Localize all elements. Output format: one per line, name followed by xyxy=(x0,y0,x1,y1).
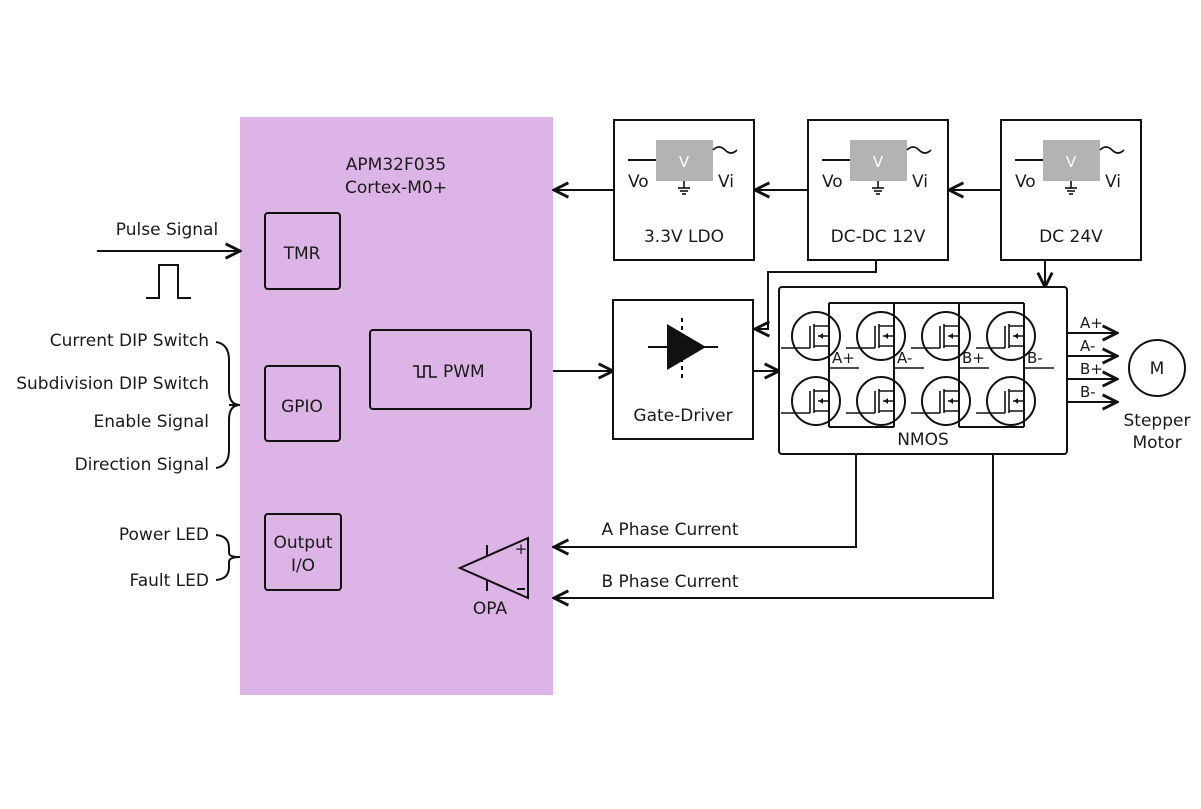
mosfet-icon xyxy=(781,376,841,426)
phase-label: B- xyxy=(1027,349,1043,367)
phase-label: A- xyxy=(897,349,912,367)
ac-wave-icon xyxy=(1099,146,1125,154)
regulator-icon xyxy=(1043,140,1100,181)
motor-output-label: A+ xyxy=(1080,314,1103,332)
led-outputs: Power LED Fault LED xyxy=(119,525,241,591)
dcdc-to-gatedriver-line xyxy=(755,260,877,329)
a-phase-line xyxy=(554,454,857,547)
motor-label-1: Stepper xyxy=(1124,411,1191,431)
motor-symbol: M xyxy=(1150,359,1165,379)
pwm-block: PWM xyxy=(369,329,532,410)
opamp-icon xyxy=(457,536,529,600)
gpio-inputs: Current DIP Switch Subdivision DIP Switc… xyxy=(16,331,241,475)
regulator-block: V Vo Vi DC 24V xyxy=(1000,119,1142,261)
regulator-v: V xyxy=(873,153,884,171)
regulator-vi: Vi xyxy=(718,172,734,192)
led-label: Fault LED xyxy=(129,571,209,591)
regulator-vo: Vo xyxy=(628,172,649,192)
mosfet-icon xyxy=(911,376,971,426)
phase-label: B+ xyxy=(962,349,985,367)
output-io-block: Output I/O xyxy=(264,513,342,591)
led-label: Power LED xyxy=(119,525,209,545)
opa-block: + OPA xyxy=(457,536,529,619)
motor-icon xyxy=(1128,339,1186,397)
regulator-icon xyxy=(850,140,907,181)
regulator-label: DC-DC 12V xyxy=(831,227,926,247)
nmos-bridge: NMOS A+ A- B+ B- xyxy=(778,286,1068,455)
opa-plus: + xyxy=(515,540,528,558)
mosfet-icon xyxy=(976,376,1036,426)
gpio-input-label: Direction Signal xyxy=(75,455,209,475)
b-phase-label: B Phase Current xyxy=(601,572,738,592)
gpio-input-label: Enable Signal xyxy=(93,412,209,432)
pulse-signal-input: Pulse Signal xyxy=(97,220,240,299)
b-phase-line xyxy=(554,454,994,598)
tmr-block: TMR xyxy=(264,212,341,290)
gpio-block: GPIO xyxy=(264,365,341,442)
motor-output-label: B- xyxy=(1080,383,1096,401)
phase-current-feedback: A Phase Current B Phase Current xyxy=(554,454,994,598)
output-io-label-1: Output xyxy=(273,533,332,553)
mosfet-icon xyxy=(911,311,971,361)
mosfet-icon xyxy=(846,376,906,426)
regulator-vo: Vo xyxy=(1015,172,1036,192)
mcu-name: APM32F035 xyxy=(346,155,446,175)
regulator-block: V Vo Vi 3.3V LDO xyxy=(613,119,755,261)
mcu-block: APM32F035 Cortex-M0+ TMR GPIO PWM Output… xyxy=(240,117,553,695)
regulator-v: V xyxy=(679,153,690,171)
nmos-label: NMOS xyxy=(897,430,949,450)
opa-label: OPA xyxy=(473,599,508,619)
motor-output-label: A- xyxy=(1080,337,1095,355)
regulator-v: V xyxy=(1066,153,1077,171)
output-io-label-2: I/O xyxy=(291,556,315,576)
regulator-vi: Vi xyxy=(1105,172,1121,192)
a-phase-label: A Phase Current xyxy=(601,520,738,540)
mosfet-icon xyxy=(846,311,906,361)
motor-output-label: B+ xyxy=(1080,360,1103,378)
pwm-label: PWM xyxy=(443,362,485,382)
driver-triangle-icon xyxy=(667,324,706,370)
gpio-label: GPIO xyxy=(281,397,323,417)
led-brace xyxy=(215,534,241,581)
pulse-waveform-icon xyxy=(146,264,191,299)
mosfet-icon xyxy=(976,311,1036,361)
tmr-label: TMR xyxy=(283,244,321,264)
pulse-signal-label: Pulse Signal xyxy=(116,220,218,240)
mosfet-icon xyxy=(781,311,841,361)
gpio-input-label: Current DIP Switch xyxy=(50,331,209,351)
regulator-label: DC 24V xyxy=(1039,227,1103,247)
gate-driver-label: Gate-Driver xyxy=(633,406,732,426)
regulator-vi: Vi xyxy=(912,172,928,192)
motor-label-2: Motor xyxy=(1132,433,1181,453)
ac-wave-icon xyxy=(906,146,932,154)
ac-wave-icon xyxy=(712,146,738,154)
mcu-core: Cortex-M0+ xyxy=(345,178,447,198)
regulator-vo: Vo xyxy=(822,172,843,192)
phase-label: A+ xyxy=(832,349,855,367)
regulator-label: 3.3V LDO xyxy=(644,227,724,247)
gpio-brace xyxy=(215,341,241,469)
gpio-input-label: Subdivision DIP Switch xyxy=(16,374,209,394)
regulator-icon xyxy=(656,140,713,181)
square-wave-icon xyxy=(413,365,437,378)
stepper-motor: M Stepper Motor xyxy=(1124,339,1191,453)
motor-outputs: A+ A- B+ B- xyxy=(1067,314,1117,402)
gate-driver-block: Gate-Driver xyxy=(612,299,754,440)
